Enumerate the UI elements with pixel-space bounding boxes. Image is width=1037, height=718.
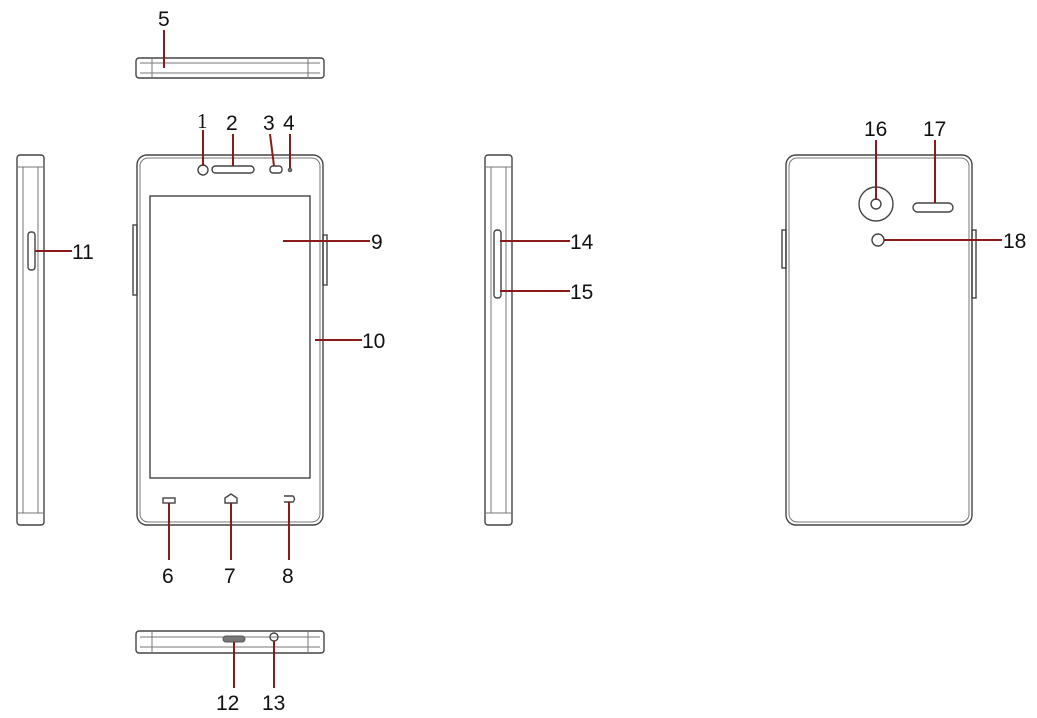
- right-side-view: [484, 154, 513, 526]
- front-view: [132, 154, 328, 526]
- sensor-icon: [269, 165, 283, 174]
- bottom-edge-view: [135, 630, 325, 654]
- label-6: 6: [162, 565, 174, 588]
- label-14: 14: [570, 231, 594, 254]
- callout-labels: 5 1 2 3 4 9 10 11 6 7 8 12 13 14 15 16 1…: [72, 8, 1026, 715]
- label-3: 3: [263, 112, 275, 135]
- label-17: 17: [923, 118, 946, 141]
- label-16: 16: [864, 118, 887, 141]
- label-8: 8: [282, 565, 294, 588]
- label-5: 5: [158, 8, 170, 31]
- label-13: 13: [262, 692, 285, 715]
- flash-icon: [871, 233, 885, 247]
- back-view: [781, 154, 977, 526]
- label-2: 2: [226, 112, 238, 135]
- label-18: 18: [1003, 230, 1026, 253]
- home-key-icon: [224, 493, 238, 504]
- speaker-icon: [912, 202, 954, 213]
- label-10: 10: [362, 330, 385, 353]
- top-edge-view: [135, 57, 325, 79]
- back-key-icon: [284, 495, 296, 503]
- label-9: 9: [371, 231, 383, 254]
- label-12: 12: [216, 692, 239, 715]
- side-key-icon: [27, 231, 36, 271]
- label-1: 1: [197, 109, 208, 133]
- leader-3: [269, 133, 275, 167]
- indicator-icon: [287, 167, 293, 173]
- front-camera-icon: [197, 164, 209, 176]
- label-15: 15: [570, 281, 593, 304]
- menu-key-icon: [162, 497, 176, 504]
- label-11: 11: [72, 241, 94, 264]
- label-4: 4: [283, 112, 295, 135]
- earpiece-icon: [211, 165, 255, 174]
- label-7: 7: [224, 565, 236, 588]
- left-side-view: [16, 154, 45, 526]
- volume-key-icon: [493, 229, 502, 299]
- usb-port-icon: [222, 635, 246, 643]
- leader-lines: [35, 30, 1002, 688]
